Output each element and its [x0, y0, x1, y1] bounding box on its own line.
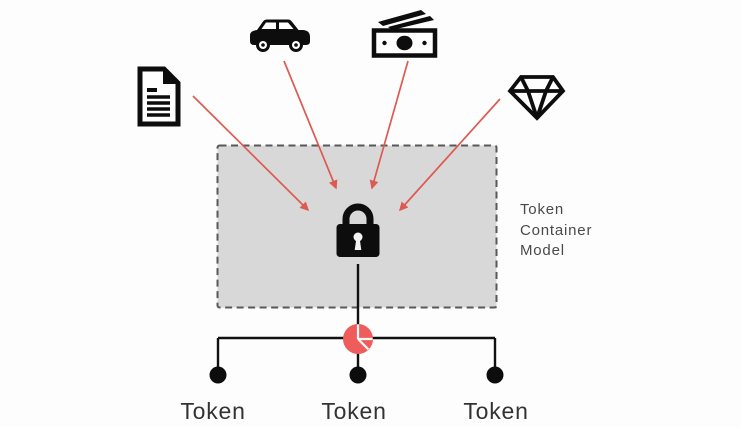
document-icon: [137, 66, 181, 127]
asset-arrows: [192, 60, 501, 212]
pie-chart-icon: [343, 324, 373, 354]
token-dot-1: [209, 366, 227, 384]
container-model-label-line: Token: [520, 201, 565, 218]
token-dot-3: [486, 366, 504, 384]
lock-icon: [336, 203, 380, 257]
arrow-diamond: [398, 98, 501, 212]
container-model-label-line: Model: [520, 242, 565, 259]
diamond-icon: [507, 75, 566, 121]
token-label-1: Token: [180, 398, 246, 424]
arrow-car: [283, 60, 338, 190]
container-model-label: Token Container Model: [520, 200, 630, 262]
car-icon: [250, 19, 310, 52]
arrow-document: [192, 95, 310, 212]
token-label-3: Token: [463, 398, 529, 424]
cash-icon: [371, 10, 438, 58]
token-dot-2: [349, 366, 367, 384]
token-label-2: Token: [321, 398, 387, 424]
container-model-label-line: Container: [520, 221, 593, 239]
arrow-cash: [369, 60, 409, 190]
token-dots: [209, 366, 504, 384]
